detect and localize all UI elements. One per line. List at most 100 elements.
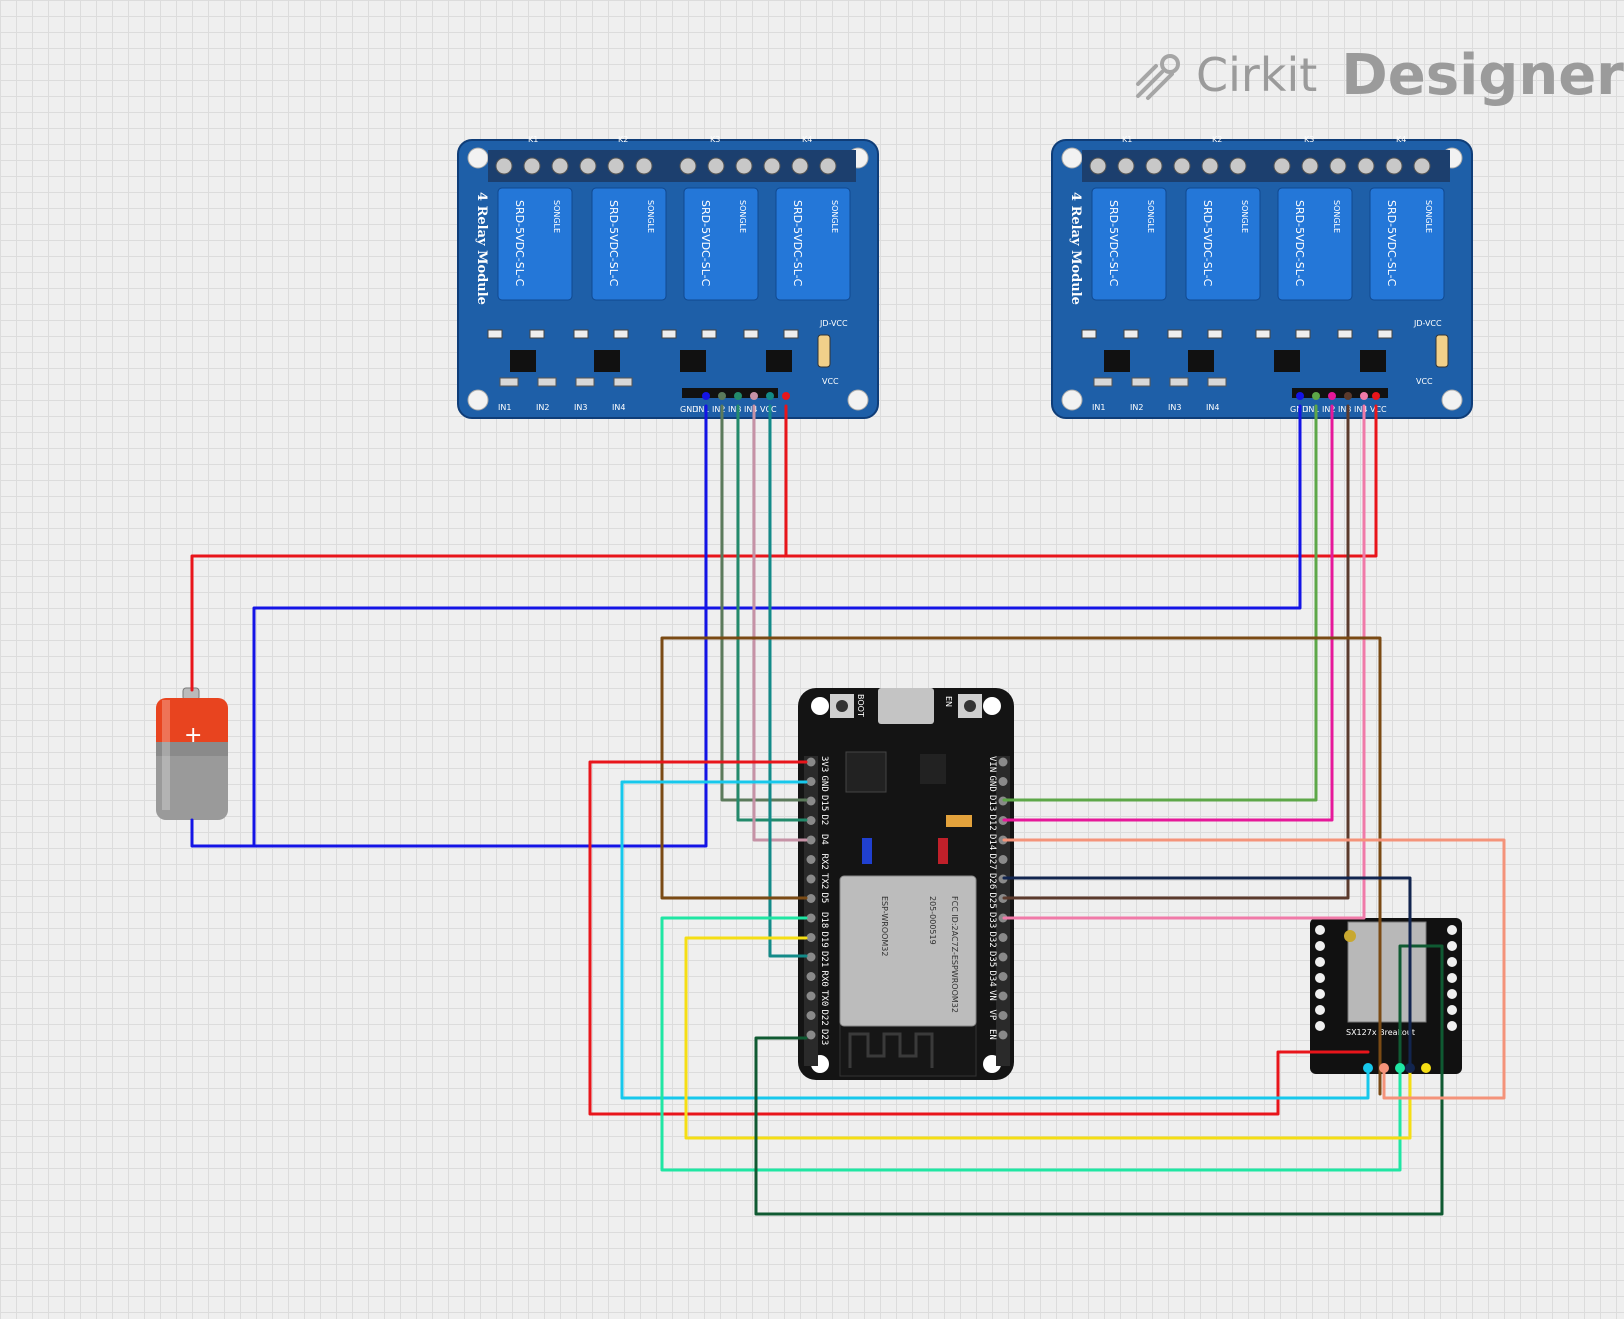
- esp32-pin-left-d22[interactable]: [806, 1011, 816, 1020]
- esp32-pin-label: RX2: [819, 854, 829, 870]
- wire-brown[interactable]: [660, 636, 1382, 1096]
- esp32-pin-right-d32[interactable]: [998, 933, 1008, 942]
- esp32-pin-label: VP: [987, 1010, 997, 1021]
- esp32-pin-label: D14: [987, 834, 997, 850]
- svg-text:K3: K3: [710, 135, 720, 144]
- wire-3v3-lora[interactable]: [588, 760, 1370, 1116]
- usb-port: [878, 688, 934, 724]
- svg-text:205-000519: 205-000519: [928, 896, 937, 945]
- esp32-pin-right-d35[interactable]: [998, 952, 1008, 962]
- esp32-pin-right-vp[interactable]: [998, 1011, 1008, 1020]
- lora-pin-dots: [1363, 1063, 1431, 1073]
- relay-module-2[interactable]: 4 Relay Module K1 SRD-5VDC-SL-C SONGLE K…: [1051, 135, 1473, 419]
- esp32-pin-label: D12: [987, 815, 997, 831]
- wire-relay1-in3[interactable]: [752, 404, 808, 842]
- battery-plus-icon: +: [184, 723, 202, 748]
- svg-text:K1: K1: [528, 135, 538, 144]
- esp32-pin-left-d15[interactable]: [806, 796, 816, 806]
- wire-d19-lora[interactable]: [684, 936, 1412, 1140]
- esp32-pin-label: 3V3: [819, 756, 829, 772]
- svg-text:IN3: IN3: [728, 405, 741, 414]
- lora-sx127x-breakout[interactable]: SX127x Breakout: [1310, 918, 1462, 1074]
- svg-text:K2: K2: [1212, 135, 1222, 144]
- svg-text:SRD-5VDC-SL-C: SRD-5VDC-SL-C: [791, 200, 804, 287]
- svg-text:K3: K3: [1304, 135, 1314, 144]
- svg-text:IN4: IN4: [744, 405, 757, 414]
- wire-vcc-relay2[interactable]: [784, 404, 1378, 558]
- esp32-pin-left-tx0[interactable]: [806, 991, 816, 1001]
- esp32-pin-right-gnd[interactable]: [998, 777, 1008, 786]
- esp32-pin-label: D15: [819, 795, 829, 811]
- svg-text:SRD-5VDC-SL-C: SRD-5VDC-SL-C: [607, 200, 620, 287]
- wire-d23-lora[interactable]: [754, 944, 1444, 1216]
- esp32-pin-label: D23: [819, 1029, 829, 1045]
- svg-text:JD-VCC: JD-VCC: [1413, 319, 1442, 328]
- esp32-pin-label: D2: [819, 815, 829, 826]
- esp32-pin-left-d23[interactable]: [806, 1030, 816, 1040]
- svg-text:SONGLE: SONGLE: [1146, 200, 1155, 233]
- wire-relay2-in1[interactable]: [1002, 404, 1318, 802]
- relay-k1: K1 SRD-5VDC-SL-C SONGLE: [497, 135, 573, 301]
- relay1-header-dots: [702, 392, 790, 400]
- svg-text:SRD-5VDC-SL-C: SRD-5VDC-SL-C: [1107, 200, 1120, 287]
- esp32-pin-left-d2[interactable]: [806, 816, 816, 825]
- esp32-pin-left-d18[interactable]: [806, 913, 816, 923]
- esp32-board[interactable]: BOOT EN FCC ID:2AC7Z-ESPWROOM32 205-0005…: [798, 688, 1014, 1080]
- esp32-pin-right-en[interactable]: [998, 1030, 1008, 1040]
- relay-module-title: 4 Relay Module: [1068, 192, 1083, 305]
- esp32-pin-label: VIN: [987, 756, 997, 772]
- svg-text:SONGLE: SONGLE: [1332, 200, 1341, 233]
- esp32-pin-label: D4: [819, 834, 829, 845]
- esp32-pin-right-d27[interactable]: [998, 855, 1008, 864]
- esp32-pin-right-d34[interactable]: [998, 972, 1008, 981]
- esp32-pin-left-tx2[interactable]: [806, 874, 816, 884]
- esp32-pin-label: D18: [819, 912, 829, 928]
- svg-text:VCC: VCC: [1416, 377, 1433, 386]
- wires: [190, 404, 1506, 1216]
- battery[interactable]: +: [156, 687, 228, 820]
- svg-text:SONGLE: SONGLE: [1424, 200, 1433, 233]
- esp32-pin-left-d4[interactable]: [806, 835, 816, 845]
- svg-text:SONGLE: SONGLE: [738, 200, 747, 233]
- wire-battery-negative[interactable]: [190, 404, 708, 848]
- wire-relay2-in3[interactable]: [1002, 404, 1350, 900]
- wire-relay1-in2[interactable]: [736, 404, 808, 822]
- svg-text:IN3: IN3: [574, 403, 587, 412]
- esp32-pin-left-rx0[interactable]: [806, 972, 816, 981]
- wire-relay1-in4[interactable]: [768, 404, 808, 958]
- wire-relay1-in1[interactable]: [720, 404, 808, 802]
- svg-text:SRD-5VDC-SL-C: SRD-5VDC-SL-C: [1293, 200, 1306, 287]
- esp32-pin-left-d21[interactable]: [806, 952, 816, 962]
- wire-gnd-relay2[interactable]: [252, 404, 1302, 848]
- esp32-left-pin-header[interactable]: 3V3GNDD15D2D4RX2TX2D5D18D19D21RX0TX0D22D…: [806, 756, 830, 1045]
- boot-button[interactable]: BOOT: [830, 694, 865, 718]
- wire-relay2-in2[interactable]: [1002, 404, 1334, 822]
- esp32-pin-left-3v3[interactable]: [806, 757, 816, 767]
- esp32-pin-label: RX0: [819, 971, 829, 987]
- relay-k4: K4 SRD-5VDC-SL-C SONGLE: [1369, 135, 1445, 301]
- svg-text:IN2: IN2: [1130, 403, 1143, 412]
- wire-d14-lora[interactable]: [1002, 838, 1506, 1100]
- esp32-pin-left-rx2[interactable]: [806, 855, 816, 864]
- wire-relay2-in4[interactable]: [1002, 404, 1366, 920]
- esp32-pin-left-d5[interactable]: [806, 894, 816, 903]
- esp32-pin-right-vn[interactable]: [998, 991, 1008, 1001]
- pin-label-gnd: GND: [680, 405, 698, 414]
- esp32-pin-left-d19[interactable]: [806, 933, 816, 942]
- esp32-pin-right-vin[interactable]: [998, 757, 1008, 767]
- relay-k1: K1 SRD-5VDC-SL-C SONGLE: [1091, 135, 1167, 301]
- esp-wroom32-module: [839, 875, 977, 1027]
- relay-k4: K4 SRD-5VDC-SL-C SONGLE: [775, 135, 851, 301]
- svg-text:IN4: IN4: [612, 403, 625, 412]
- wire-d18-lora[interactable]: [660, 916, 1402, 1172]
- wire-d26-lora[interactable]: [1002, 876, 1412, 1070]
- esp32-right-pin-header[interactable]: VINGNDD13D12D14D27D26D25D33D32D35D34VNVP…: [987, 756, 1008, 1040]
- wire-battery-positive[interactable]: [190, 404, 788, 692]
- relay-module-1[interactable]: 4 Relay Module K1 SRD-5VDC-SL-C SONGLE K…: [457, 135, 879, 419]
- svg-text:K1: K1: [1122, 135, 1132, 144]
- svg-text:IN2: IN2: [712, 405, 725, 414]
- wire-gnd-lora[interactable]: [620, 780, 1370, 1100]
- esp32-pin-left-gnd[interactable]: [806, 777, 816, 786]
- en-button[interactable]: EN: [944, 694, 982, 718]
